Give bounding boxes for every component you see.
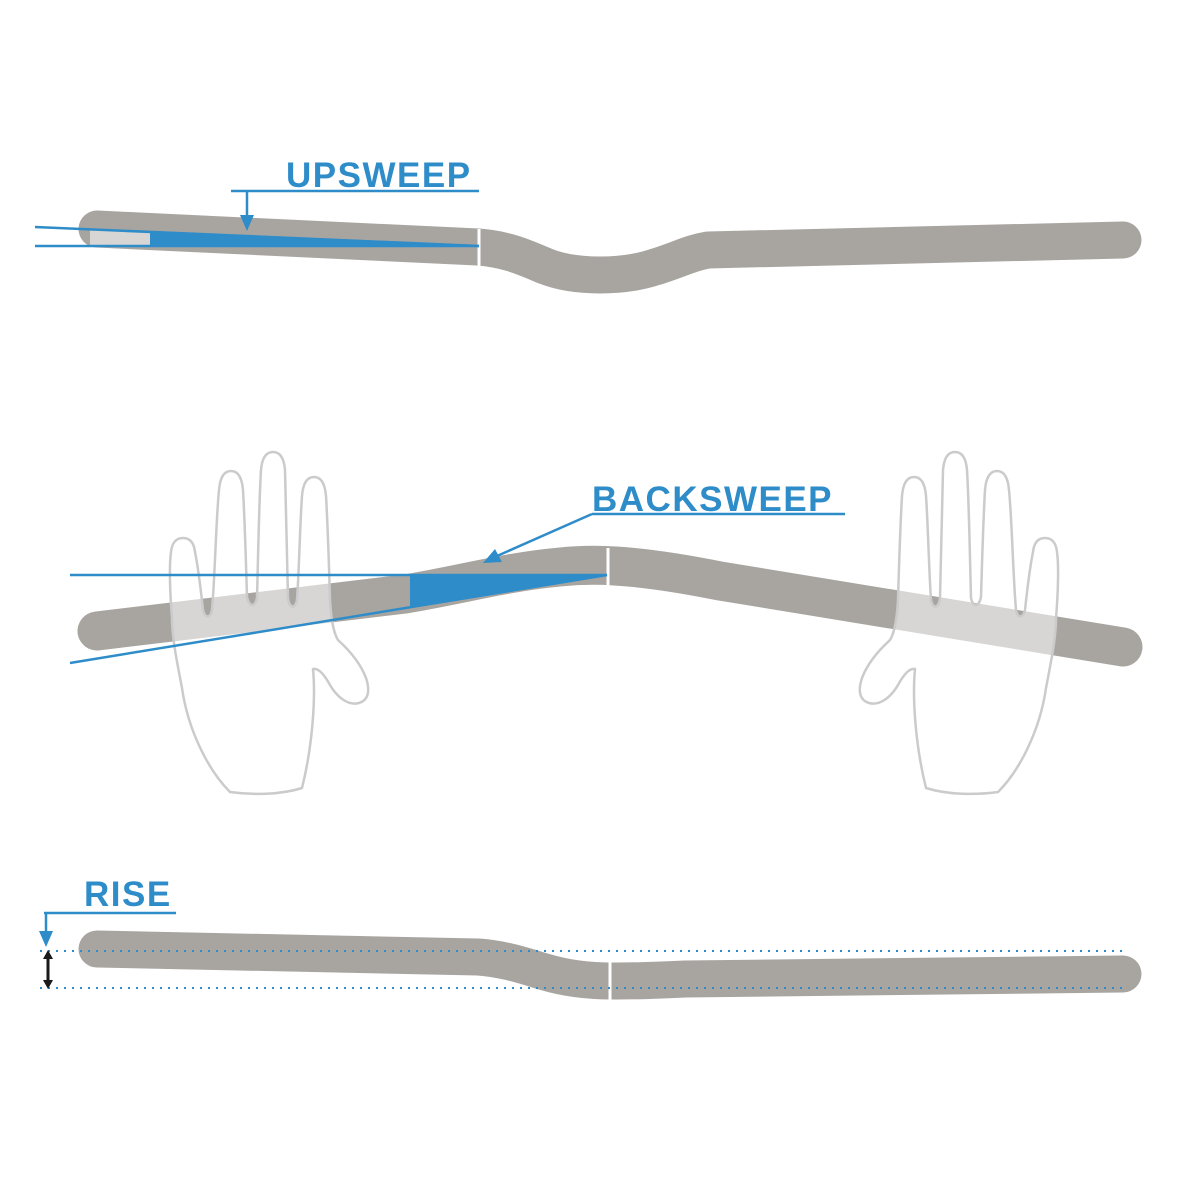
upsweep-arrowhead xyxy=(240,215,254,231)
backsweep-label: BACKSWEEP xyxy=(592,480,834,519)
backsweep-leader-line xyxy=(496,512,593,558)
backsweep-axis-line xyxy=(69,573,608,665)
left-hand-outline xyxy=(168,450,370,796)
handlebar-front-view-rise xyxy=(78,930,1142,1000)
rise-arrowhead xyxy=(39,931,53,947)
upsweep-diagram xyxy=(34,189,1142,294)
rise-measurement-arrowhead-top xyxy=(43,950,53,959)
upsweep-tip-highlight xyxy=(90,229,150,246)
backsweep-arrowhead xyxy=(483,549,502,563)
upsweep-angle-wedge xyxy=(150,232,479,246)
upsweep-axis-line xyxy=(34,225,480,248)
handlebar-front-view-upsweep xyxy=(78,210,1142,294)
rise-label: RISE xyxy=(84,875,172,914)
rise-diagram xyxy=(39,911,1142,1000)
upsweep-label: UPSWEEP xyxy=(286,156,472,195)
rise-measurement-arrowhead-bottom xyxy=(43,980,53,989)
backsweep-angle-wedge xyxy=(410,575,607,607)
backsweep-diagram xyxy=(69,450,1143,796)
